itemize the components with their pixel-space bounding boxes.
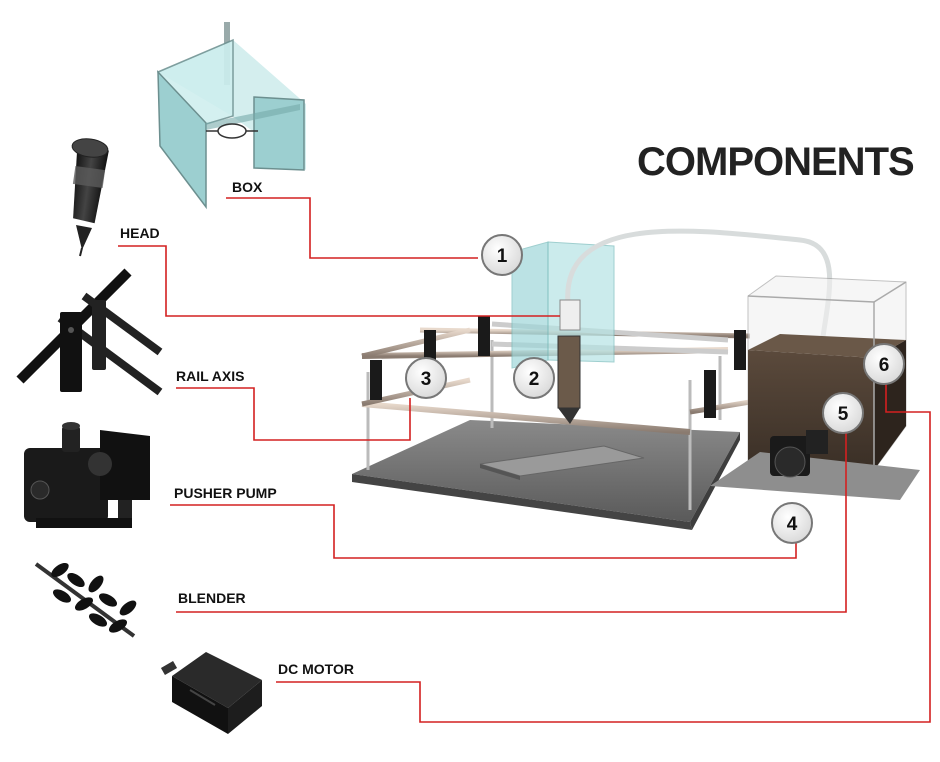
label-rail-axis: RAIL AXIS <box>176 368 244 384</box>
marker-1: 1 <box>481 234 523 276</box>
rail-axis-icon <box>16 268 163 396</box>
label-blender: BLENDER <box>178 590 246 606</box>
marker-2: 2 <box>513 357 555 399</box>
leader-blender <box>176 430 847 613</box>
marker-3: 3 <box>405 357 447 399</box>
label-box: BOX <box>232 179 263 195</box>
blender-icon <box>34 562 137 638</box>
pusher-pump-icon <box>24 422 150 528</box>
marker-6-number: 6 <box>879 355 890 376</box>
label-head: HEAD <box>120 225 160 241</box>
box-icon <box>156 22 306 210</box>
leader-head <box>118 245 560 317</box>
marker-3-number: 3 <box>421 369 432 390</box>
marker-6: 6 <box>863 343 905 385</box>
leader-rail-axis <box>176 387 411 441</box>
leader-dc-motor <box>276 384 931 723</box>
leader-pusher-pump <box>170 504 797 559</box>
diagram-title: COMPONENTS <box>637 140 914 184</box>
leader-box <box>226 197 478 259</box>
marker-5-number: 5 <box>838 404 849 425</box>
leader-lines <box>118 197 931 723</box>
dc-motor-icon <box>160 652 262 734</box>
head-icon <box>71 138 109 257</box>
marker-1-number: 1 <box>497 246 508 267</box>
label-pusher-pump: PUSHER PUMP <box>174 485 277 501</box>
marker-5: 5 <box>822 392 864 434</box>
marker-4-number: 4 <box>787 514 798 535</box>
marker-4: 4 <box>771 502 813 544</box>
label-dc-motor: DC MOTOR <box>278 661 354 677</box>
marker-2-number: 2 <box>529 369 540 390</box>
